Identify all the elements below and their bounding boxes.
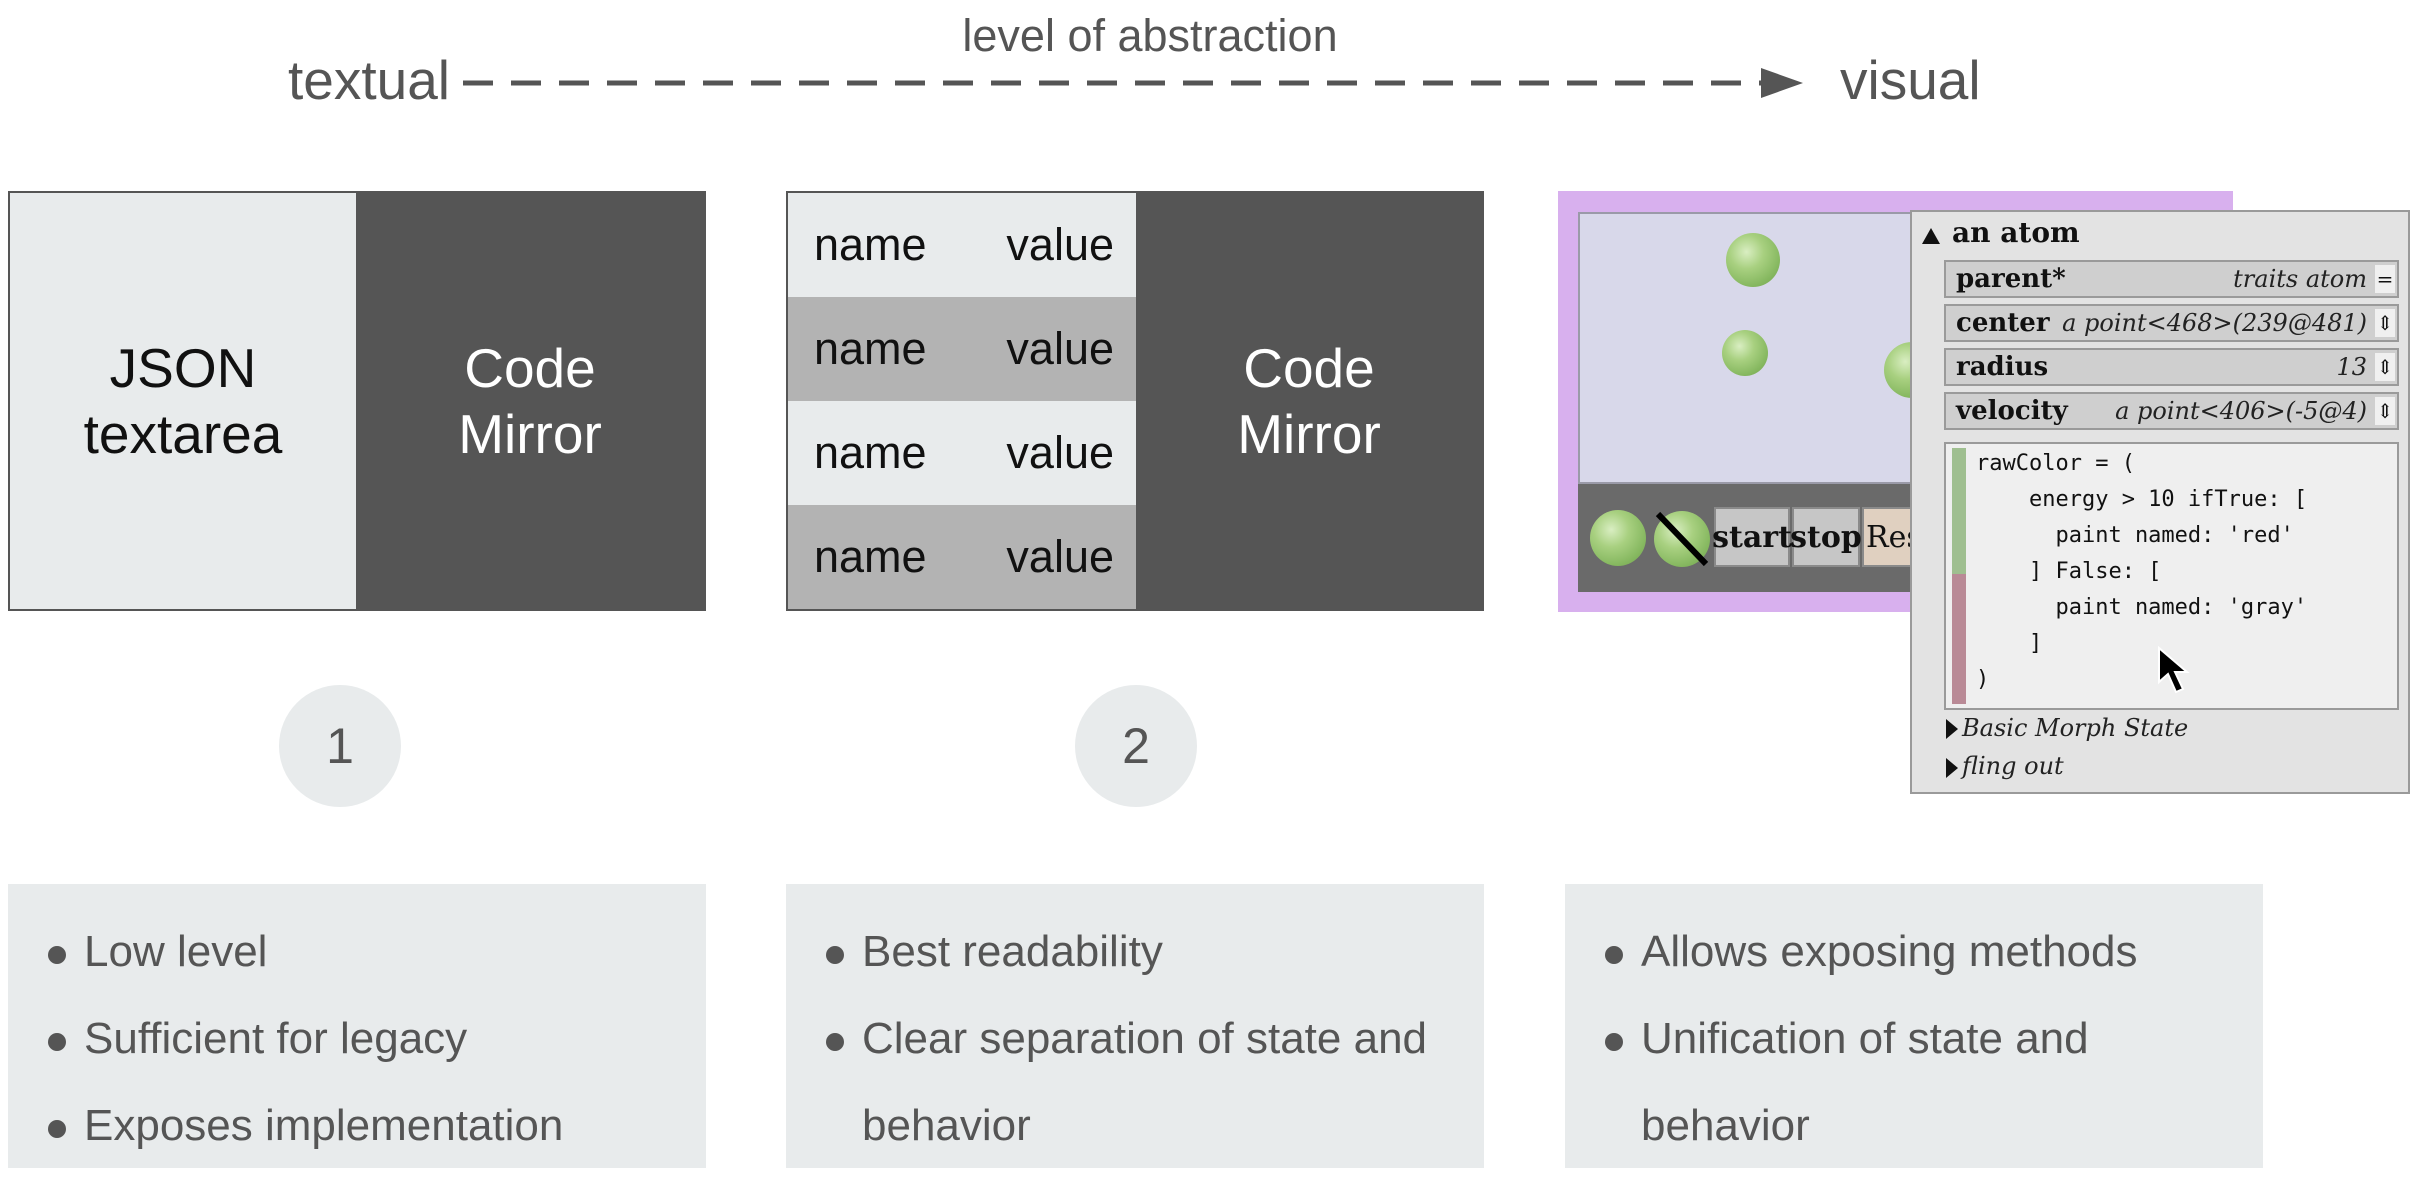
accept-bar[interactable]	[1952, 448, 1966, 574]
expand-triangle-icon[interactable]	[1944, 756, 1960, 780]
row-name: name	[814, 531, 927, 582]
panel-json-textarea: JSON textarea Code Mirror	[8, 191, 706, 611]
slot-button[interactable]: =	[2375, 265, 2395, 293]
code-mirror-label: Code Mirror	[356, 193, 704, 609]
resize-button[interactable]: Resi	[1862, 507, 1931, 567]
name-value-table: name value name value name value name va…	[788, 193, 1136, 609]
method-source[interactable]: rawColor = ( energy > 10 ifTrue: [ paint…	[1976, 451, 2308, 692]
bullet-item: Best readability	[822, 908, 1454, 995]
panel-name-value-table: name value name value name value name va…	[786, 191, 1484, 611]
axis-left-label: textual	[287, 49, 450, 111]
slot-radius[interactable]: radius 13 ⇕	[1944, 348, 2399, 386]
category-basic-morph-state[interactable]: Basic Morph State	[1962, 714, 2189, 742]
bullets-visual: Allows exposing methods Unification of s…	[1565, 884, 2263, 1168]
mouse-pointer-icon	[2158, 646, 2190, 694]
table-row: name value	[788, 401, 1136, 505]
row-value: value	[1006, 531, 1114, 582]
bullet-item: Exposes implementation	[44, 1082, 676, 1169]
step-number-2: 2	[1075, 685, 1197, 807]
collapse-triangle-icon[interactable]	[1920, 224, 1942, 246]
slot-button[interactable]: ⇕	[2375, 353, 2395, 381]
inspector-title: an atom	[1952, 216, 2080, 249]
row-name: name	[814, 219, 927, 270]
add-atom-icon[interactable]	[1590, 510, 1646, 566]
slot-value: a point<468>(239@481)	[2062, 309, 2367, 337]
table-row: name value	[788, 505, 1136, 609]
step-number-1: 1	[279, 685, 401, 807]
abstraction-arrow	[463, 68, 1803, 98]
bullet-item: Unification of state and behavior	[1601, 995, 2233, 1169]
row-value: value	[1006, 323, 1114, 374]
code-mirror-label: Code Mirror	[1136, 193, 1482, 609]
bullets-textual: Low level Sufficient for legacy Exposes …	[8, 884, 706, 1168]
expand-triangle-icon[interactable]	[1944, 717, 1960, 741]
slot-center[interactable]: center a point<468>(239@481) ⇕	[1944, 304, 2399, 342]
start-button[interactable]: start	[1712, 507, 1792, 567]
bullet-item: Low level	[44, 908, 676, 995]
axis-title: level of abstraction	[962, 10, 1338, 61]
bullet-item: Clear separation of state and behavior	[822, 995, 1454, 1169]
slot-name: parent*	[1956, 264, 2066, 294]
slot-name: radius	[1956, 352, 2049, 382]
atom-ball[interactable]	[1726, 233, 1780, 287]
slot-value: a point<406>(-5@4)	[2115, 397, 2367, 425]
slot-value: 13	[2336, 353, 2367, 381]
slot-velocity[interactable]: velocity a point<406>(-5@4) ⇕	[1944, 392, 2399, 430]
remove-atom-icon[interactable]	[1652, 510, 1712, 568]
axis-right-label: visual	[1840, 49, 1981, 111]
row-value: value	[1006, 427, 1114, 478]
row-name: name	[814, 323, 927, 374]
slot-name: center	[1956, 308, 2050, 338]
category-fling-out[interactable]: fling out	[1962, 752, 2064, 780]
bullet-item: Allows exposing methods	[1601, 908, 2233, 995]
row-name: name	[814, 427, 927, 478]
slot-button[interactable]: ⇕	[2375, 397, 2395, 425]
slot-value: traits atom	[2233, 265, 2367, 293]
table-row: name value	[788, 297, 1136, 401]
table-row: name value	[788, 193, 1136, 297]
json-textarea-label: JSON textarea	[10, 193, 356, 609]
slot-button[interactable]: ⇕	[2375, 309, 2395, 337]
stop-button[interactable]: stop	[1790, 507, 1862, 567]
atom-ball[interactable]	[1722, 330, 1768, 376]
slot-name: velocity	[1956, 396, 2068, 426]
slot-parent[interactable]: parent* traits atom =	[1944, 260, 2399, 298]
bullets-table: Best readability Clear separation of sta…	[786, 884, 1484, 1168]
bullet-item: Sufficient for legacy	[44, 995, 676, 1082]
cancel-bar[interactable]	[1952, 574, 1966, 704]
row-value: value	[1006, 219, 1114, 270]
